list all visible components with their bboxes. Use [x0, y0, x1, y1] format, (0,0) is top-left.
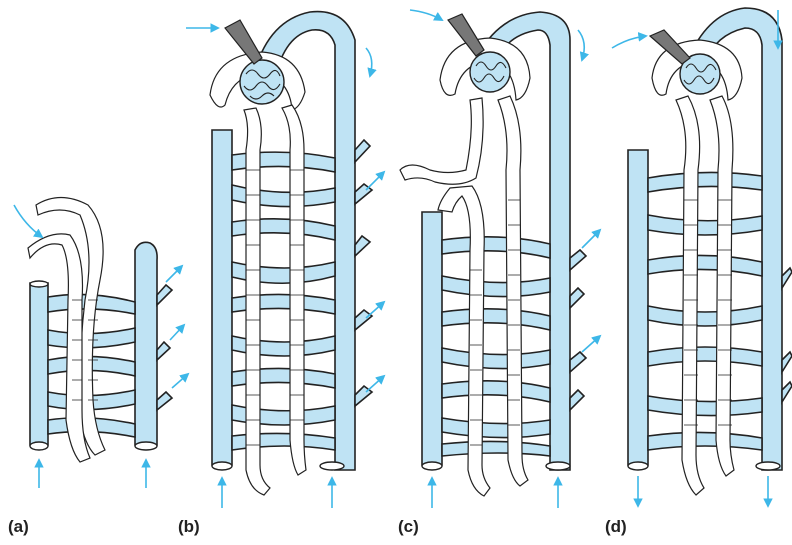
arrow-b-loop — [366, 48, 372, 76]
vessel-top-a-left — [30, 281, 48, 287]
cross-vessel-c4 — [442, 348, 550, 369]
branch-b3 — [355, 236, 370, 256]
cross-vessel-d5 — [648, 347, 762, 366]
arrow-a-out1 — [166, 266, 182, 282]
vessel-end-d-left — [628, 462, 648, 470]
cross-vessel-d4 — [648, 306, 762, 326]
branch-b4 — [355, 310, 372, 330]
branch-a3 — [157, 392, 172, 410]
cross-vessel-d7 — [648, 432, 762, 450]
vessel-end-c-left — [422, 462, 442, 470]
vessel-end-b-right — [320, 462, 344, 470]
branch-c4 — [570, 390, 584, 410]
vessel-right-a — [135, 242, 157, 445]
vessel-left-c — [422, 212, 442, 465]
vessel-end-a-right — [135, 442, 157, 450]
arrow-c-out2 — [582, 336, 600, 352]
cross-vessel-c2 — [442, 276, 550, 297]
vessel-left-a — [30, 283, 48, 445]
branch-a2 — [157, 342, 170, 360]
vessel-end-c-right — [546, 462, 570, 470]
panel-c — [400, 10, 600, 508]
branch-a1 — [157, 285, 172, 305]
vessel-left-b — [212, 130, 232, 465]
cross-vessel-c7 — [442, 441, 550, 456]
vessel-end-d-right — [756, 462, 780, 470]
arrow-c-out1 — [582, 230, 600, 248]
branch-b1 — [355, 140, 370, 162]
branch-d2 — [782, 352, 792, 372]
tubule-c1 — [400, 98, 483, 184]
branch-d1 — [782, 268, 792, 288]
cross-vessel-d3 — [648, 255, 762, 276]
cross-vessel-c1 — [442, 237, 550, 258]
vessel-end-a-left — [30, 442, 48, 450]
tubule-d2 — [710, 96, 734, 476]
cross-vessel-d2 — [648, 215, 762, 235]
panel-label-a: (a) — [8, 517, 29, 537]
arrow-d-in — [612, 36, 646, 48]
panel-a — [14, 198, 188, 489]
branch-c1 — [570, 250, 586, 270]
cross-vessel-c5 — [442, 381, 550, 402]
panel-d — [612, 8, 792, 506]
arrow-b-out1 — [366, 172, 384, 190]
branch-d3 — [782, 382, 792, 402]
arrow-b-out2 — [366, 302, 384, 318]
arrow-b-out3 — [366, 376, 384, 392]
cross-vessel-d1 — [648, 172, 762, 192]
cross-vessel-c6 — [442, 418, 550, 438]
arrow-c-in — [410, 10, 442, 20]
panel-label-c: (c) — [398, 517, 419, 537]
arrow-a-out2 — [170, 325, 184, 340]
panel-label-b: (b) — [178, 517, 200, 537]
cross-vessel-c3 — [442, 309, 550, 330]
glomerulus-c — [470, 52, 510, 92]
branch-c2 — [570, 288, 584, 308]
arrow-c-loop — [578, 30, 584, 60]
branch-c3 — [570, 352, 586, 372]
panel-label-d: (d) — [605, 517, 627, 537]
vessel-left-d — [628, 150, 648, 465]
arrow-a-out3 — [172, 374, 188, 388]
panel-b — [186, 12, 384, 508]
cross-vessel-d6 — [648, 396, 762, 416]
vessel-end-b-left — [212, 462, 232, 470]
